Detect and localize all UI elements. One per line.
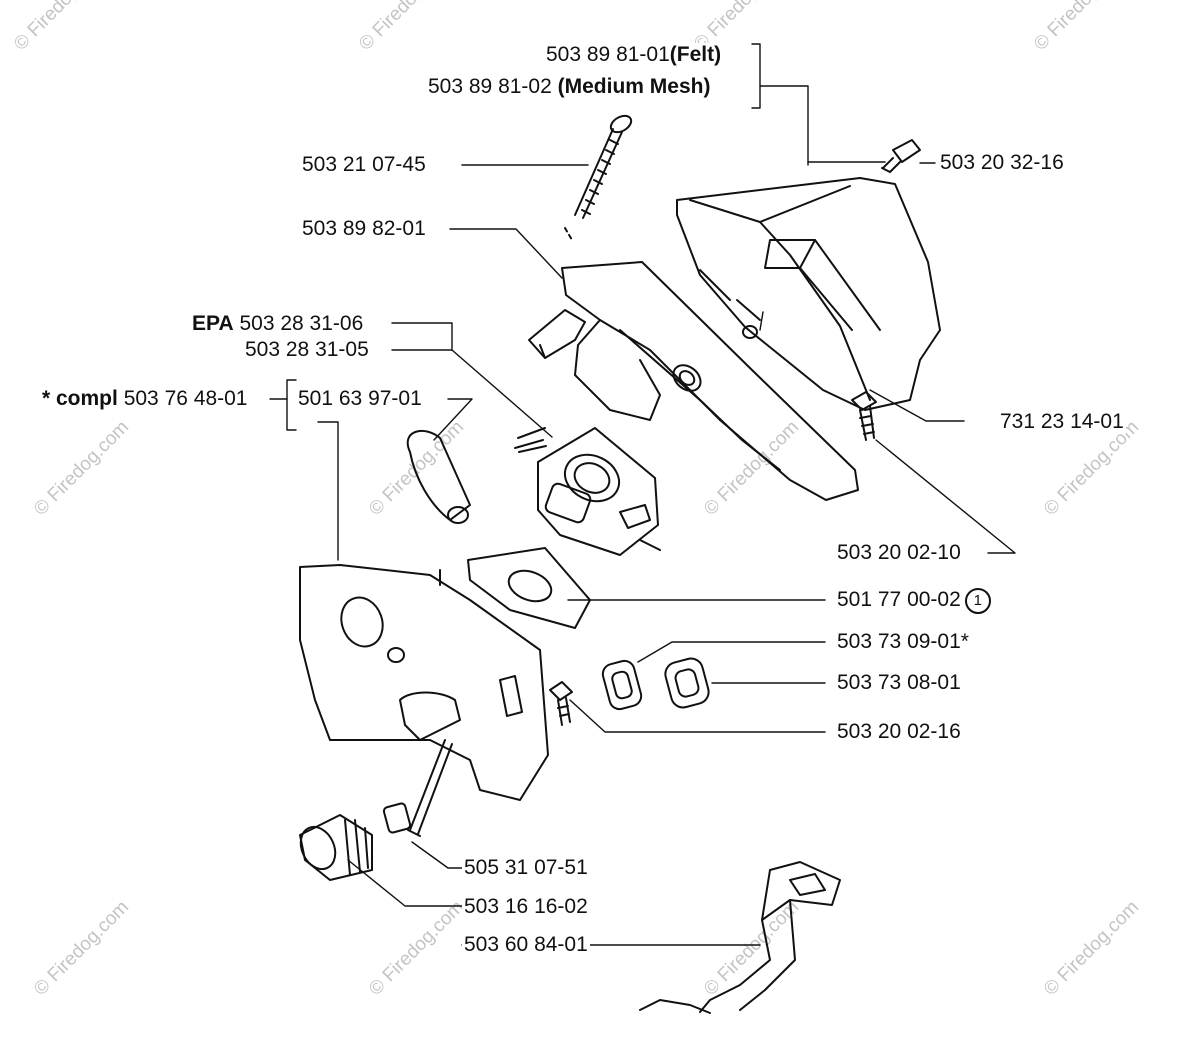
part-label-carburetor-epa: EPA 503 28 31-06: [190, 312, 366, 336]
grommet-b-shape: [664, 657, 710, 709]
carburetor-shape: [514, 427, 661, 556]
part-label-long-screw: 503 21 07-45: [300, 153, 428, 177]
leader-lines: [269, 43, 1016, 946]
top-screw-icon: [881, 139, 921, 173]
screw-right-icon: [851, 391, 877, 441]
part-label-compl: * compl 503 76 48-01: [42, 387, 248, 410]
filter-holder-shape: [528, 261, 859, 501]
part-label-grommet-a: 503 73 09-01*: [835, 630, 971, 654]
part-label-filter-holder: 503 89 82-01: [300, 217, 428, 241]
screw-low-icon: [549, 681, 573, 726]
part-label-throttle-rod: 503 60 84-01: [462, 933, 590, 957]
part-label-screw-right: 731 23 14-01: [998, 410, 1126, 434]
part-label-felt: 503 89 81-01(Felt): [544, 43, 724, 67]
filter-cover-shape: [676, 177, 941, 411]
primer-bulb-shape: [406, 429, 471, 524]
part-label-top-screw: 503 20 32-16: [938, 151, 1066, 175]
part-label-primer-bulb: 501 63 97-01: [296, 387, 424, 411]
part-label-screw-mid: 503 20 02-10: [835, 541, 963, 565]
carburetor-plate-shape: [299, 564, 549, 801]
part-label-screw-low: 503 20 02-16: [835, 720, 963, 744]
knob-shape: [299, 814, 373, 881]
part-label-medium-mesh: 503 89 81-02 (Medium Mesh): [426, 75, 713, 99]
part-label-knob: 503 16 16-02: [462, 895, 590, 919]
callout-number: 1: [964, 588, 991, 614]
grommet-a-shape: [601, 659, 643, 711]
throttle-pin-shape: [407, 739, 453, 837]
part-label-sleeve: 505 31 07-51: [462, 856, 590, 880]
sleeve-shape: [382, 802, 412, 834]
gasket-shape: [467, 547, 591, 629]
long-screw-icon: [564, 114, 633, 241]
part-label-carburetor: 503 28 31-05: [243, 338, 371, 362]
part-label-grommet-b: 503 73 08-01: [835, 671, 963, 695]
throttle-rod-shape: [639, 861, 841, 1014]
